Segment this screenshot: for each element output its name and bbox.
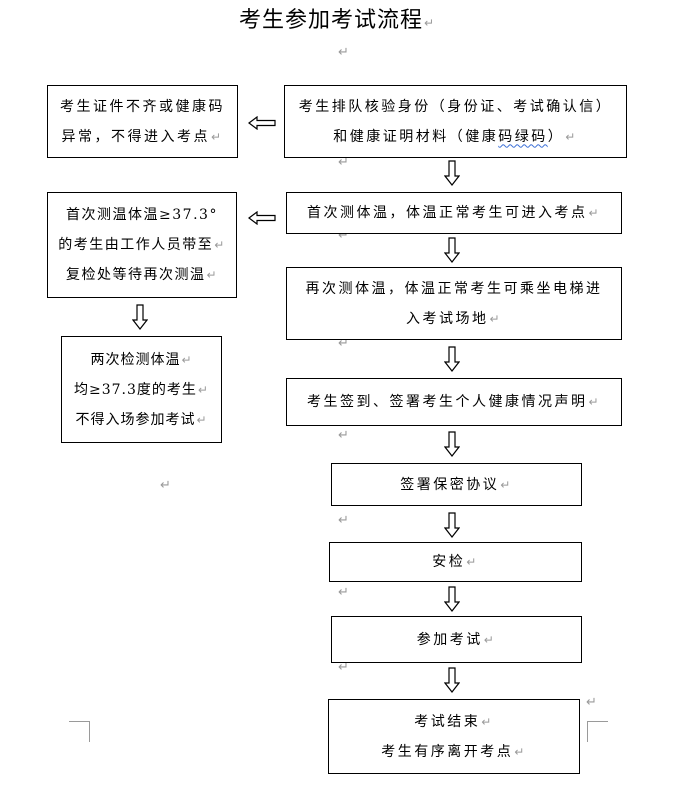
title-text: 考生参加考试流程: [238, 8, 423, 33]
paragraph-mark-icon: ↵: [338, 45, 349, 60]
paragraph-mark-icon: ↵: [214, 238, 226, 252]
paragraph-mark-icon: ↵: [338, 585, 349, 600]
paragraph-mark-icon: ↵: [586, 695, 597, 710]
paragraph-mark-icon: ↵: [338, 228, 349, 243]
paragraph-mark-icon: ↵: [181, 352, 193, 367]
step-text: 考试结束↵: [414, 713, 494, 730]
step-sign-in: 考生签到、签署考生个人健康情况声明↵: [286, 378, 622, 426]
paragraph-mark-icon: ↵: [423, 16, 436, 30]
side-fever-both: 两次检测体温↵ 均≥37.3度的考生↵ 不得入场参加考试↵: [61, 336, 222, 443]
step-text: 考生排队核验身份（身份证、考试确认信）: [298, 98, 613, 115]
side-fever-first: 首次测温体温≥37.3° 的考生由工作人员带至↵ 复检处等待再次测温↵: [47, 192, 237, 298]
down-arrow-icon: [132, 304, 148, 330]
step-text: 异常，不得进入考点↵: [61, 128, 224, 145]
down-arrow-icon: [444, 667, 460, 693]
paragraph-mark-icon: ↵: [196, 412, 208, 427]
step-text: 考生签到、签署考生个人健康情况声明↵: [306, 394, 602, 410]
paragraph-mark-icon: ↵: [338, 513, 349, 528]
step-text: 参加考试↵: [416, 631, 497, 648]
paragraph-mark-icon: ↵: [338, 428, 349, 443]
step-text: 两次检测体温↵: [90, 351, 193, 368]
step-text: 考生有序离开考点↵: [381, 743, 527, 760]
step-text: 再次测体温，体温正常考生可乘坐电梯进: [305, 280, 603, 297]
step-text: 复检处等待再次测温↵: [65, 267, 219, 283]
paragraph-mark-icon: ↵: [160, 478, 171, 493]
paragraph-mark-icon: ↵: [466, 555, 479, 569]
step-text: 的考生由工作人员带至↵: [58, 237, 226, 253]
step-text: 首次测温体温≥37.3°: [66, 207, 218, 223]
step-text: 不得入场参加考试↵: [75, 411, 208, 428]
paragraph-mark-icon: ↵: [338, 155, 349, 170]
step-text: 首次测体温，体温正常考生可进入考点↵: [306, 205, 602, 221]
step-text: 考生证件不齐或健康码: [60, 98, 225, 115]
step-queue-verify: 考生排队核验身份（身份证、考试确认信） 和健康证明材料（健康码绿码）↵: [284, 85, 627, 158]
paragraph-mark-icon: ↵: [338, 660, 349, 675]
down-arrow-icon: [444, 586, 460, 612]
step-security-check: 安检↵: [329, 542, 582, 582]
step-confidentiality: 签署保密协议↵: [331, 463, 582, 506]
down-arrow-icon: [444, 346, 460, 372]
side-documents-incomplete: 考生证件不齐或健康码 异常，不得进入考点↵: [47, 85, 238, 158]
paragraph-mark-icon: ↵: [197, 382, 209, 397]
paragraph-mark-icon: ↵: [489, 311, 503, 326]
step-exam-end: 考试结束↵ 考生有序离开考点↵: [328, 699, 580, 774]
step-text: 均≥37.3度的考生↵: [74, 381, 209, 398]
document-title: 考生参加考试流程↵: [0, 4, 674, 40]
paragraph-mark-icon: ↵: [514, 744, 527, 759]
paragraph-mark-icon: ↵: [206, 268, 219, 282]
left-arrow-icon: [248, 116, 276, 130]
paragraph-mark-icon: ↵: [565, 129, 578, 144]
step-first-temp-check: 首次测体温，体温正常考生可进入考点↵: [286, 192, 622, 234]
step-text: 入考试场地↵: [405, 310, 503, 327]
paragraph-mark-icon: ↵: [210, 129, 224, 144]
margin-corner-mark: [587, 721, 608, 742]
margin-corner-mark: [69, 721, 90, 742]
paragraph-mark-icon: ↵: [481, 714, 494, 729]
paragraph-mark-icon: ↵: [338, 336, 349, 351]
down-arrow-icon: [444, 160, 460, 186]
paragraph-mark-icon: ↵: [588, 206, 602, 220]
spellcheck-underline: 码绿码: [498, 128, 548, 145]
down-arrow-icon: [444, 512, 460, 538]
step-second-temp-check: 再次测体温，体温正常考生可乘坐电梯进 入考试场地↵: [286, 267, 622, 340]
step-text: 安检↵: [432, 554, 479, 570]
step-take-exam: 参加考试↵: [331, 616, 582, 663]
down-arrow-icon: [444, 431, 460, 457]
left-arrow-icon: [248, 211, 276, 225]
step-text: 和健康证明材料（健康码绿码）↵: [333, 128, 578, 145]
paragraph-mark-icon: ↵: [500, 477, 513, 492]
step-text: 签署保密协议↵: [400, 476, 513, 493]
paragraph-mark-icon: ↵: [588, 395, 602, 409]
down-arrow-icon: [444, 237, 460, 263]
paragraph-mark-icon: ↵: [483, 632, 497, 647]
